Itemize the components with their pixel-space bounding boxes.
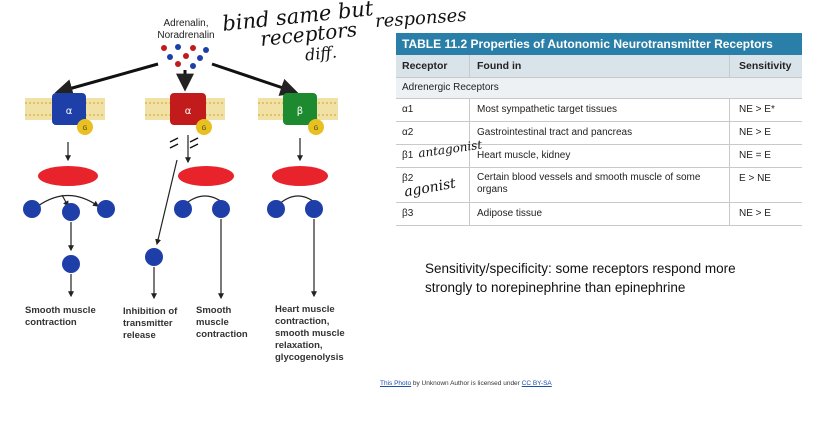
cell-sensitivity: NE > E*: [739, 104, 775, 115]
gprotein-gq: [77, 119, 93, 135]
credit-text: by Unknown Author is licensed under: [411, 380, 522, 387]
table-title-text: Properties of Autonomic Neurotransmitter…: [470, 37, 773, 51]
enzyme-ac-1: [178, 166, 234, 186]
table-title: TABLE 11.2 Properties of Autonomic Neuro…: [396, 33, 802, 55]
svg-text:G: G: [83, 125, 88, 132]
svg-text:α: α: [66, 106, 73, 117]
ligand-label-line1: Adrenalin,: [163, 18, 209, 29]
cell-sensitivity: NE > E: [739, 208, 771, 219]
enzyme-plc: [38, 166, 98, 186]
ligand-dots: [161, 44, 209, 69]
cell-receptor: β2: [402, 173, 414, 184]
outcome-alpha2-inhibition: Inhibition of transmitter release: [123, 306, 178, 341]
handwriting-note-2: responses: [374, 4, 468, 33]
cell-sensitivity: NE = E: [739, 150, 771, 161]
credit-license-link[interactable]: CC BY-SA: [521, 380, 552, 387]
table-row: α1 Most sympathetic target tissues NE > …: [396, 99, 802, 122]
table-row: β3 Adipose tissue NE > E: [396, 203, 802, 226]
table-row: β2 Certain blood vessels and smooth musc…: [396, 168, 802, 203]
enzyme-ac-2: [272, 166, 328, 186]
handwriting-note-4: diff.: [304, 42, 338, 65]
svg-text:G: G: [314, 125, 319, 132]
table-row: β1 Heart muscle, kidney NE = E: [396, 145, 802, 168]
receptor-beta: [283, 93, 317, 125]
header-found-in: Found in: [477, 60, 522, 72]
header-receptor: Receptor: [402, 60, 448, 72]
svg-text:β: β: [297, 106, 303, 117]
cell-receptor: α2: [402, 127, 414, 138]
cell-receptor: β1: [402, 150, 414, 161]
pathway-figure: α α β G G G: [23, 44, 338, 300]
table-title-prefix: TABLE 11.2: [402, 37, 468, 51]
table-header-row: Receptor Found in Sensitivity: [396, 55, 802, 78]
svg-text:G: G: [202, 125, 207, 132]
cell-found: Heart muscle, kidney: [477, 150, 571, 161]
receptor-table: TABLE 11.2 Properties of Autonomic Neuro…: [396, 33, 802, 226]
ligand-label: Adrenalin, Noradrenalin: [148, 18, 224, 42]
cell-found: Adipose tissue: [477, 208, 543, 219]
inhibition-marks: [169, 137, 199, 149]
receptor-alpha1: [52, 93, 86, 125]
cell-receptor: α1: [402, 104, 414, 115]
receptor-alpha2: [170, 93, 206, 125]
header-sensitivity: Sensitivity: [739, 60, 792, 72]
ligand-label-line2: Noradrenalin: [157, 30, 215, 41]
cell-found: Certain blood vessels and smooth muscle …: [477, 172, 701, 195]
cell-receptor: β3: [402, 208, 414, 219]
section-label: Adrenergic Receptors: [402, 82, 499, 93]
gprotein-gi: [196, 119, 212, 135]
sensitivity-note: Sensitivity/specificity: some receptors …: [425, 261, 736, 295]
cell-sensitivity: E > NE: [739, 173, 771, 184]
cell-found: Gastrointestinal tract and pancreas: [477, 127, 633, 138]
cell-found: Most sympathetic target tissues: [477, 104, 618, 115]
outcome-alpha2-smooth: Smooth muscle contraction: [196, 305, 248, 340]
image-credit: This Photo by Unknown Author is licensed…: [380, 380, 560, 388]
svg-text:α: α: [185, 106, 192, 117]
outcome-beta: Heart muscle contraction, smooth muscle …: [275, 304, 345, 363]
credit-photo-link[interactable]: This Photo: [380, 380, 412, 387]
table-row: α2 Gastrointestinal tract and pancreas N…: [396, 122, 802, 145]
molecules: [23, 200, 323, 273]
table-section-row: Adrenergic Receptors: [396, 78, 802, 99]
gprotein-gs: [308, 119, 324, 135]
receptor-diagram: α α β G G G: [0, 0, 380, 380]
cell-sensitivity: NE > E: [739, 127, 771, 138]
outcome-alpha1: Smooth muscle contraction: [25, 305, 96, 328]
